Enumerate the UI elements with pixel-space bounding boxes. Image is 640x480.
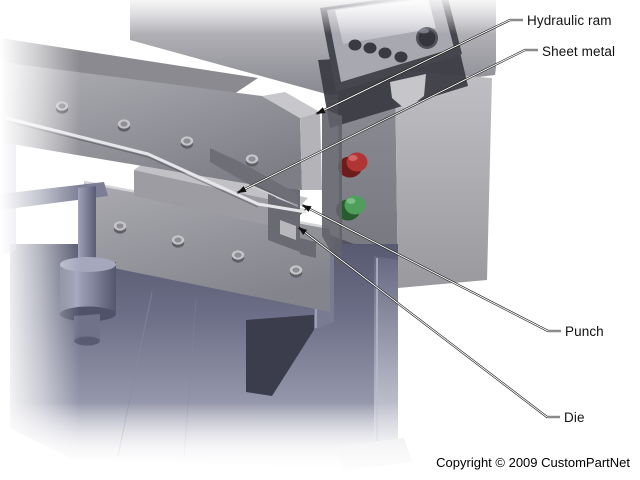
machine-leg xyxy=(374,256,398,450)
panel-bracket xyxy=(390,74,426,110)
leader-line-die xyxy=(297,226,560,419)
arrowhead-icon xyxy=(302,205,312,212)
beam-notch xyxy=(300,238,316,258)
punch-blade xyxy=(210,148,299,207)
panel-button xyxy=(394,51,408,63)
arrowhead-icon xyxy=(237,186,247,193)
emergency-stop-red-button xyxy=(338,152,368,178)
panel-button xyxy=(363,42,377,54)
panel-button xyxy=(348,39,362,51)
label-punch: Punch xyxy=(565,324,604,339)
leader-line-punch xyxy=(301,204,561,333)
body-notch xyxy=(246,314,324,396)
vignette-left xyxy=(0,0,80,480)
panel-button xyxy=(378,47,392,59)
arrowhead-icon xyxy=(316,107,326,114)
label-hydraulic-ram: Hydraulic ram xyxy=(527,13,612,28)
arrowhead-icon xyxy=(298,227,308,235)
label-sheet-metal: Sheet metal xyxy=(542,44,616,59)
leader-line-hydraulic-ram xyxy=(315,18,523,115)
label-die: Die xyxy=(564,410,585,425)
ram-end-face xyxy=(300,112,322,190)
leader-line-sheet-metal xyxy=(236,48,538,194)
copyright-text: Copyright © 2009 CustomPartNet xyxy=(436,455,630,470)
right-whitespace xyxy=(496,0,640,480)
